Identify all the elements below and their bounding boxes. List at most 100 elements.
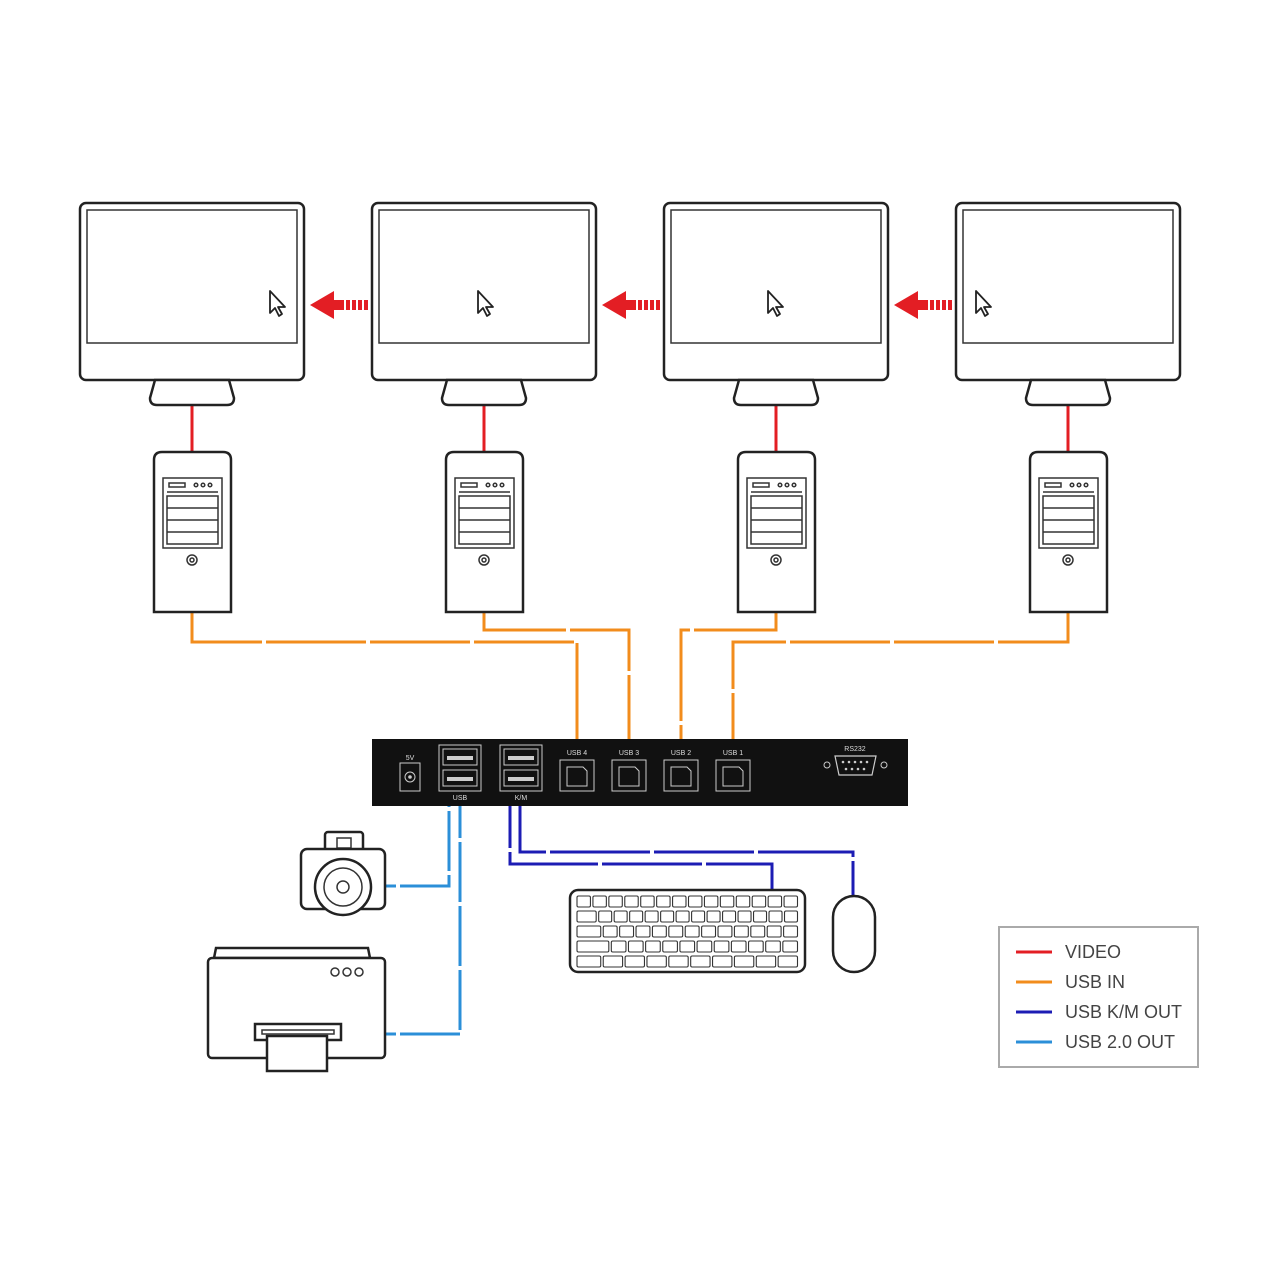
monitors <box>78 201 1182 407</box>
monitor-stand <box>732 378 820 407</box>
keyboard-key <box>675 910 690 923</box>
usb-out-port-1[interactable] <box>442 748 478 766</box>
keyboard-key <box>713 940 730 953</box>
km-cable-mouse <box>518 778 855 896</box>
keyboard-key <box>598 910 613 923</box>
arrow-left-icon <box>310 291 368 319</box>
keyboard-key <box>752 910 768 923</box>
pc-towers <box>152 450 1109 614</box>
monitor-screen <box>378 209 590 344</box>
monitor-icon <box>662 201 890 407</box>
keyboard-key <box>735 895 751 908</box>
keyboard-key <box>668 925 684 938</box>
computer-tower-icon <box>1028 450 1109 614</box>
legend-label-usb-in: USB IN <box>1065 972 1125 992</box>
monitor-stand <box>1024 378 1112 407</box>
rs232-pins <box>841 760 869 771</box>
usb-out-port-2[interactable] <box>442 769 478 787</box>
keyboard-key <box>635 925 651 938</box>
usb-out-label: USB <box>453 795 468 802</box>
keyboard-key <box>722 910 737 923</box>
keyboard-key <box>576 940 610 953</box>
monitor-icon <box>954 201 1182 407</box>
power-label: 5V <box>406 755 415 762</box>
kvm-body <box>372 739 908 806</box>
usb-in-cable-2 <box>482 612 631 766</box>
keyboard-key <box>679 940 696 953</box>
keyboard-key <box>717 925 733 938</box>
keyboard-key <box>767 895 783 908</box>
usb-in-cable-3 <box>679 612 778 766</box>
monitor-screen <box>86 209 298 344</box>
keyboard-key <box>733 955 755 968</box>
keyboard-key <box>765 940 781 953</box>
keyboard-key <box>629 910 644 923</box>
usb-in-port[interactable] <box>715 759 751 792</box>
legend-label-usb-20-out: USB 2.0 OUT <box>1065 1032 1175 1052</box>
keyboard-key <box>755 955 777 968</box>
legend: VIDEO USB IN USB K/M OUT USB 2.0 OUT <box>998 926 1199 1068</box>
arrow-left-icon <box>894 291 952 319</box>
keyboard-key <box>651 925 667 938</box>
keyboard-key <box>576 910 597 923</box>
usb-in-port-label: USB 2 <box>671 750 691 757</box>
keyboard-key <box>730 940 747 953</box>
keyboard-key <box>782 940 799 953</box>
km-out-port-1[interactable] <box>503 748 539 766</box>
usb-out-port-1-tongue <box>447 756 473 760</box>
keyboard-key <box>640 895 655 908</box>
keyboard-key <box>751 895 767 908</box>
usb-out-frame <box>438 744 482 792</box>
keyboard-key <box>656 895 671 908</box>
monitor-icon <box>78 201 306 407</box>
keyboard-key <box>750 925 766 938</box>
camera-icon <box>299 830 387 917</box>
keyboard-key <box>602 955 624 968</box>
keyboard-key <box>613 910 628 923</box>
cursor-icon <box>767 290 784 317</box>
km-out-port-2[interactable] <box>503 769 539 787</box>
keyboard-key <box>768 910 783 923</box>
keyboard-key <box>701 925 717 938</box>
printer-icon <box>206 946 387 1073</box>
rs232-screw-left <box>823 761 831 769</box>
rs232-shell <box>834 755 877 776</box>
power-jack[interactable] <box>399 762 421 792</box>
rs232-screw-right <box>880 761 888 769</box>
keyboard-keys <box>576 895 799 968</box>
keyboard-key <box>576 925 602 938</box>
keyboard-key <box>684 925 700 938</box>
computer-tower-icon <box>736 450 817 614</box>
usb-20-cable-printer <box>386 778 462 1036</box>
km-out-port-2-tongue <box>508 777 534 781</box>
legend-label-video: VIDEO <box>1065 942 1121 962</box>
usb-in-port-label: USB 3 <box>619 750 639 757</box>
monitor-screen <box>670 209 882 344</box>
rs232-port[interactable]: RS232 <box>823 746 888 776</box>
cursor-icon <box>477 290 494 317</box>
usb-in-port[interactable] <box>559 759 595 792</box>
keyboard-key <box>711 955 733 968</box>
usb-in-port[interactable] <box>611 759 647 792</box>
keyboard-key <box>733 925 749 938</box>
keyboard-key <box>646 955 667 968</box>
km-label: K/M <box>515 795 528 802</box>
km-out-ports: K/M <box>499 744 543 802</box>
usb-in-port[interactable] <box>663 759 699 792</box>
arrow-left-icon <box>602 291 660 319</box>
keyboard-key <box>777 955 799 968</box>
keyboard-key <box>645 940 661 953</box>
usb-in-port-label: USB 4 <box>567 750 587 757</box>
keyboard-key <box>687 895 703 908</box>
cursor-icon <box>269 290 286 317</box>
keyboard-key <box>766 925 782 938</box>
keyboard-key <box>610 940 627 953</box>
keyboard-key <box>624 955 646 968</box>
keyboard-key <box>691 910 706 923</box>
keyboard-key <box>783 895 799 908</box>
rs232-label: RS232 <box>844 746 866 753</box>
computer-tower-icon <box>152 450 233 614</box>
